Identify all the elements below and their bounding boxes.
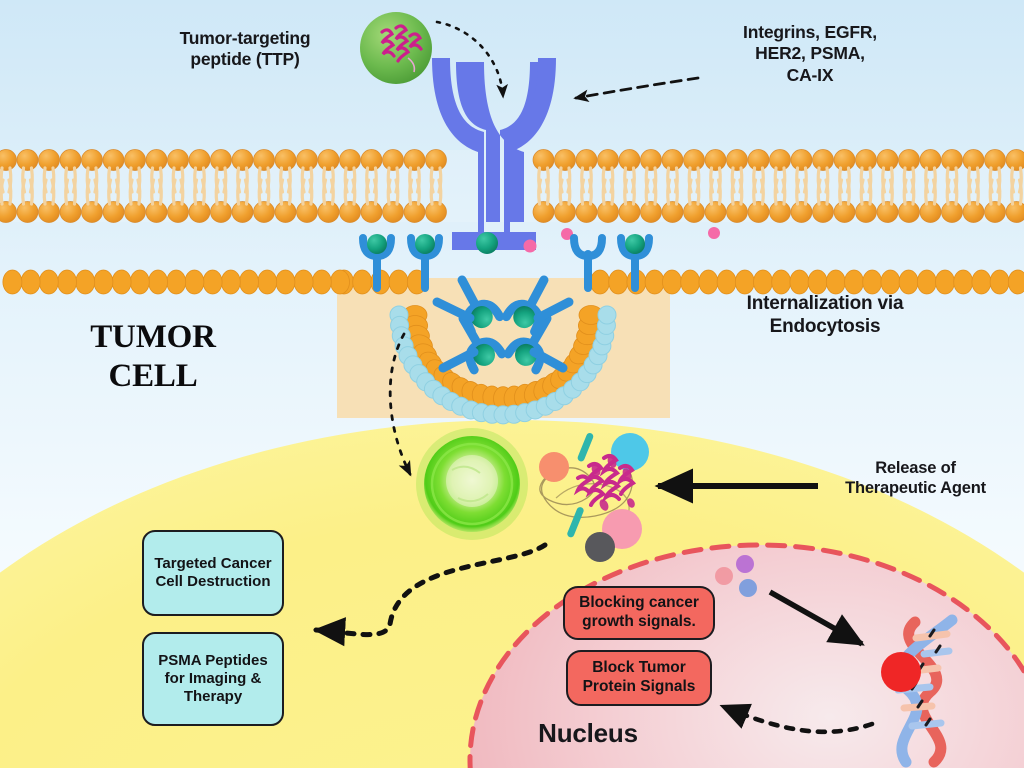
tumor-line-2: CELL [108, 357, 198, 394]
nuclear-signal-dots [715, 555, 757, 597]
box-blocking-growth-signals[interactable]: Blocking cancer growth signals. [563, 586, 715, 640]
arrow-dna-to-block-boxes [719, 703, 875, 735]
arrow-names-to-receptor [573, 76, 700, 103]
label-receptor-list: Integrins, EGFR, HER2, PSMA, CA-IX [700, 22, 920, 86]
psma-line-2: for Imaging & [164, 670, 262, 687]
arrow-to-dna [768, 589, 865, 647]
internalization-line-2: Endocytosis [769, 316, 881, 338]
blocking-line-2: growth signals. [582, 613, 696, 630]
arrow-agent-to-outcome-boxes [313, 542, 548, 647]
tumor-targeting-peptide-sphere [360, 12, 432, 84]
surface-receptors [359, 234, 653, 292]
psma-line-3: Therapy [183, 688, 243, 705]
box-targeted-destruction[interactable]: Targeted Cancer Cell Destruction [142, 530, 284, 616]
label-nucleus: Nucleus [538, 718, 638, 748]
arrow-pit-to-endosome [388, 332, 412, 477]
receptor-line-1: Integrins, EGFR, [743, 22, 877, 42]
box-block-tumor-protein[interactable]: Block Tumor Protein Signals [566, 650, 712, 706]
ttp-line-1: Tumor-targeting [179, 28, 311, 48]
endocytosis-membrane [2, 269, 1024, 412]
clathrin-coated-pit [389, 275, 617, 425]
internalization-line-1: Internalization via [746, 293, 904, 314]
endosome-vesicle [416, 428, 528, 540]
therapeutic-agent-cluster [539, 433, 649, 562]
receptor-line-3: CA-IX [786, 64, 834, 85]
block-tumor-line-2: Protein Signals [582, 678, 696, 695]
psma-line-1: PSMA Peptides [158, 652, 268, 669]
destruction-line-1: Targeted Cancer [154, 555, 272, 572]
block-tumor-line-1: Block Tumor [592, 659, 686, 677]
label-tumor-targeting-peptide: Tumor-targeting peptide (TTP) [150, 28, 340, 71]
blocking-line-1: Blocking cancer [579, 594, 699, 612]
label-release-agent: Release of Therapeutic Agent [818, 458, 1013, 498]
released-ligands [476, 227, 720, 254]
y-shaped-receptor-main [432, 58, 556, 250]
arrow-peptide-to-receptor [435, 20, 508, 99]
release-line-1: Release of [875, 459, 956, 477]
tumor-line-1: TUMOR [90, 319, 216, 355]
ttp-line-2: peptide (TTP) [190, 49, 300, 70]
receptor-line-2: HER2, PSMA, [755, 43, 865, 64]
dna-double-helix [881, 614, 958, 768]
label-tumor-cell: TUMOR CELL [28, 318, 278, 396]
release-line-2: Therapeutic Agent [845, 479, 986, 498]
label-internalization: Internalization via Endocytosis [690, 292, 960, 338]
destruction-line-2: Cell Destruction [155, 573, 271, 590]
box-psma-peptides[interactable]: PSMA Peptides for Imaging & Therapy [142, 632, 284, 726]
